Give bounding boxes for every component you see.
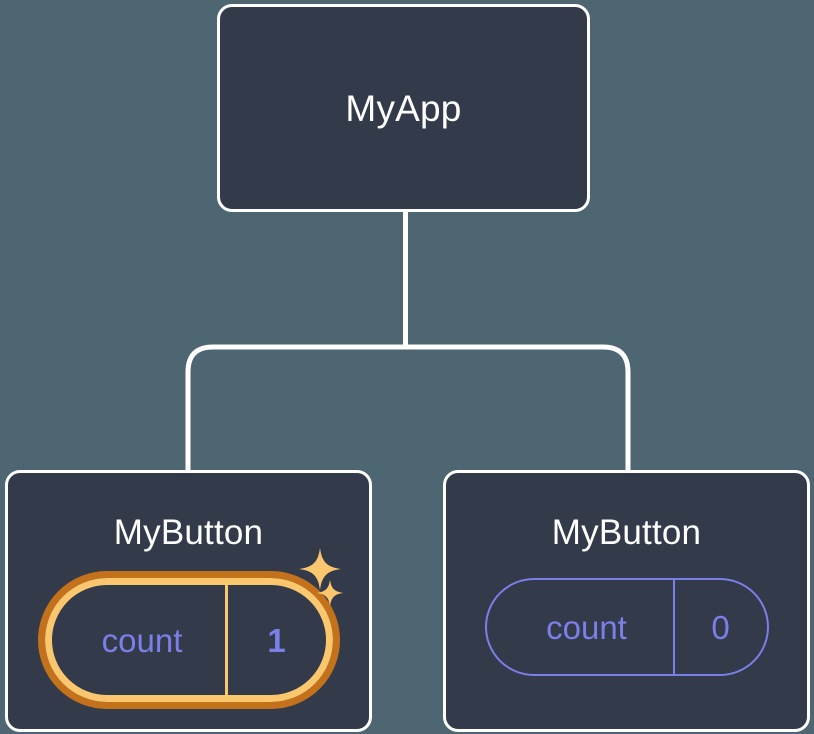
component-name-label: MyButton bbox=[551, 513, 702, 552]
state-pill-wrapper: count 1 bbox=[37, 547, 343, 709]
state-value-label: 0 bbox=[672, 580, 767, 674]
connector-branch-bar bbox=[185, 344, 631, 470]
state-key-label: count bbox=[101, 621, 183, 659]
component-node-mybutton-2[interactable]: MyButton count 0 bbox=[443, 470, 810, 732]
state-key-label: count bbox=[546, 608, 627, 646]
state-pill-wrapper: count 0 bbox=[484, 578, 769, 676]
component-node-myapp[interactable]: MyApp bbox=[217, 4, 590, 212]
state-value-label: 1 bbox=[224, 585, 326, 695]
component-name-label: MyApp bbox=[345, 87, 462, 129]
state-pill[interactable]: count 0 bbox=[484, 578, 769, 676]
component-node-mybutton-1[interactable]: MyButton count 1 bbox=[5, 470, 372, 732]
state-pill-highlighted[interactable]: count 1 bbox=[37, 571, 340, 709]
component-name-label: MyButton bbox=[113, 513, 264, 552]
